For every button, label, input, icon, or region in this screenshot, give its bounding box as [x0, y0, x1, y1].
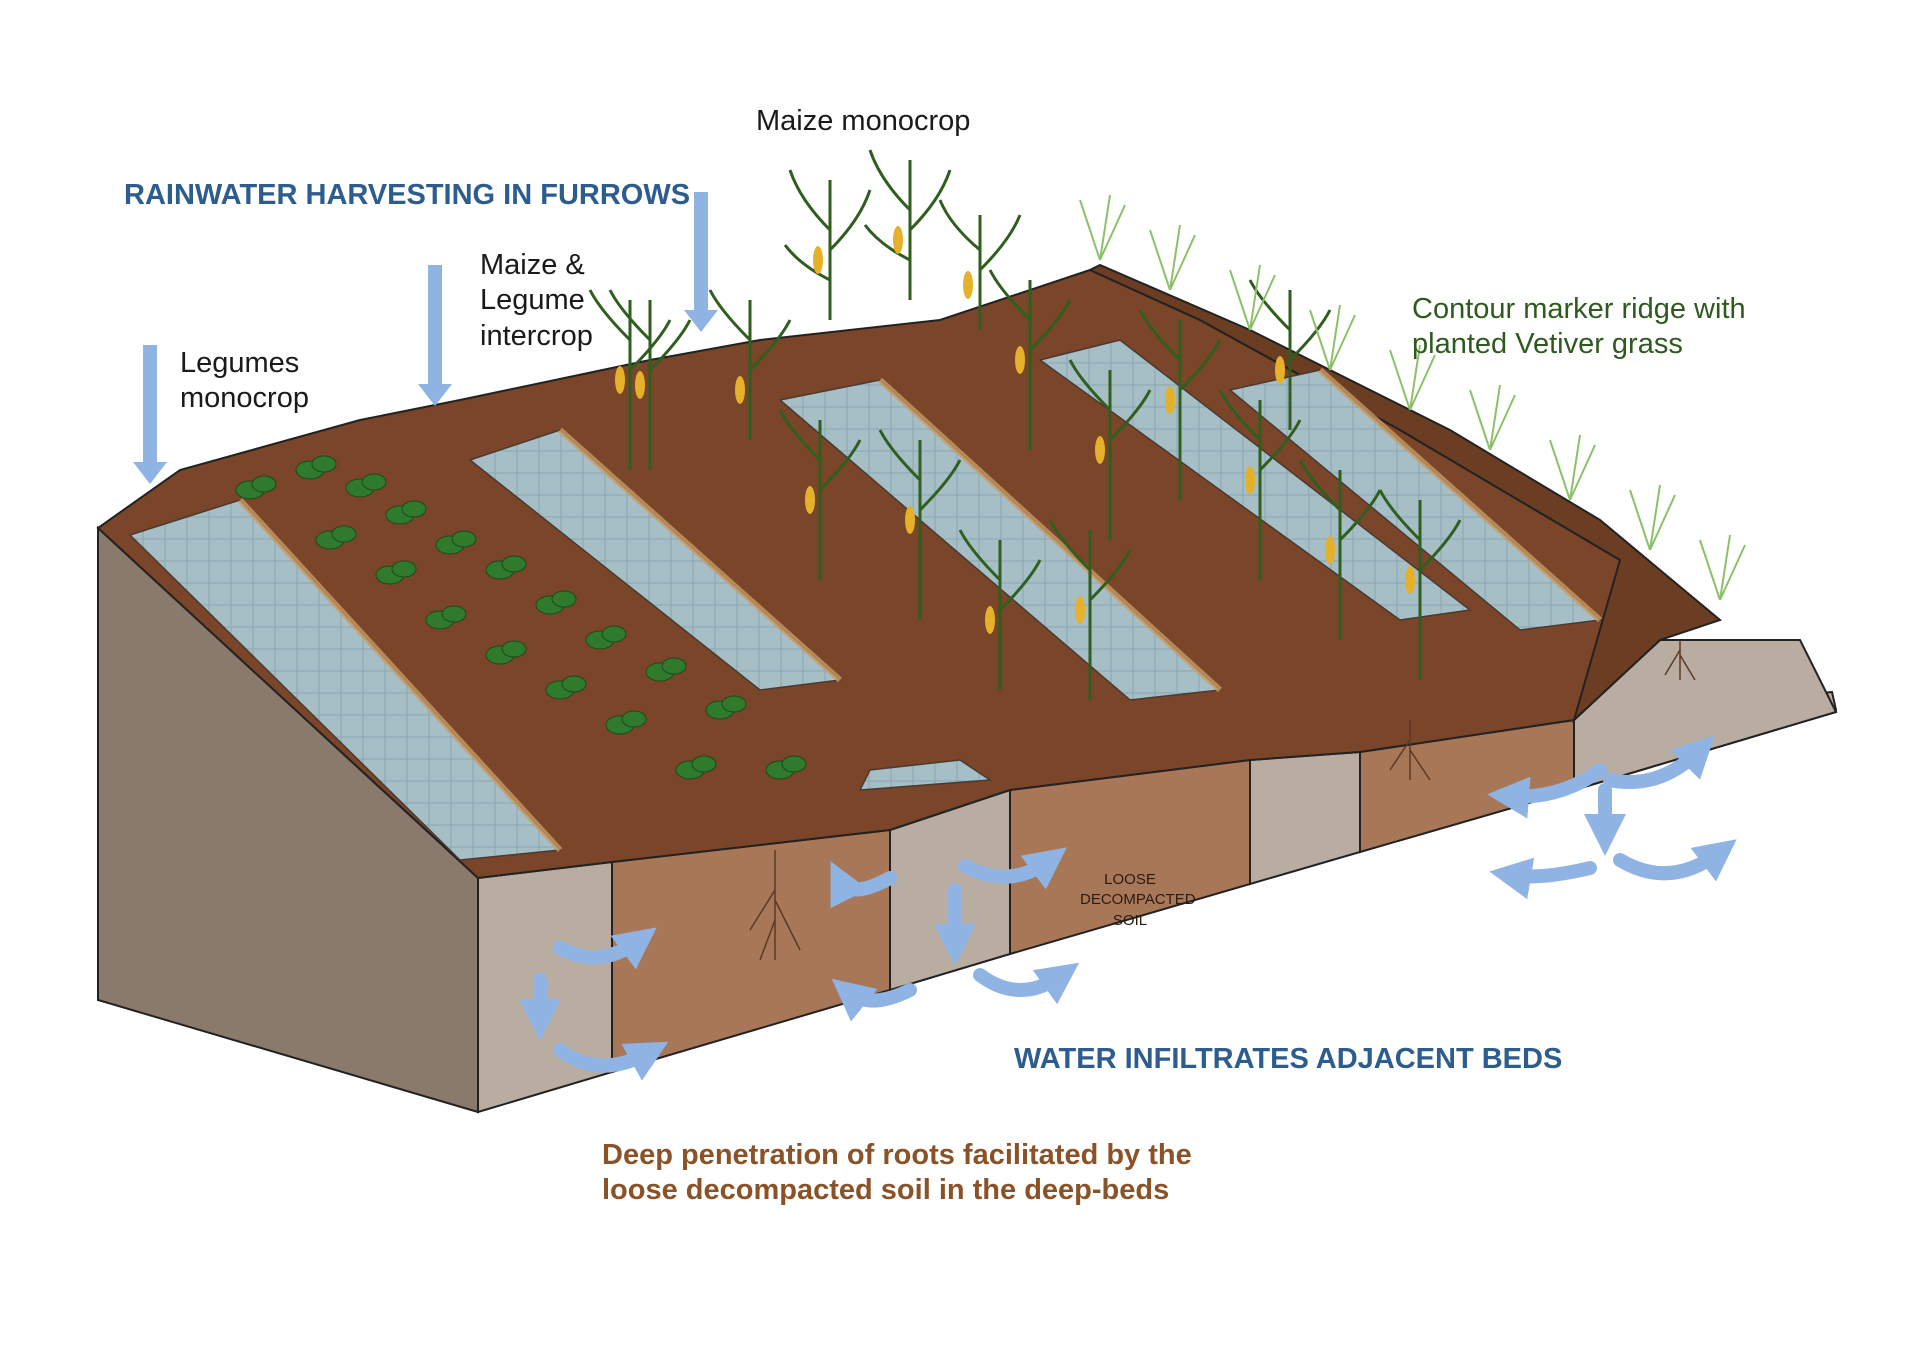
legume-plant: [295, 455, 337, 480]
furrow-banks: [237, 367, 1602, 853]
legume-plant: [535, 590, 577, 615]
legume-plant: [235, 475, 277, 500]
maize-legume-intercrop-label: Maize & Legume intercrop: [480, 248, 593, 354]
water-infiltrates-label: WATER INFILTRATES ADJACENT BEDS: [1014, 1043, 1563, 1075]
maize-legume-line-2: Legume: [480, 284, 585, 317]
maize-plant: [863, 149, 952, 300]
loose-soil-line-1: LOOSE: [1104, 871, 1156, 888]
furrow-3: [858, 759, 993, 791]
maize-plant: [958, 529, 1042, 690]
rain-arrow-3: [684, 192, 718, 332]
infiltration-arrows: [519, 735, 1737, 1081]
maize-plant: [1378, 489, 1462, 680]
contour-ridge-line-2: planted Vetiver grass: [1412, 328, 1683, 361]
maize-plant: [988, 269, 1072, 450]
legume-plant: [585, 625, 627, 650]
rainwater-harvesting-label: RAINWATER HARVESTING IN FURROWS: [124, 179, 691, 211]
legume-plant: [675, 755, 717, 780]
maize-plant: [1138, 309, 1222, 500]
maize-plant: [1068, 359, 1152, 540]
legumes-monocrop-line-2: monocrop: [180, 382, 309, 415]
legume-plant: [545, 675, 587, 700]
deep-penetration-line-2: loose decompacted soil in the deep-beds: [602, 1174, 1170, 1207]
legume-plant: [375, 560, 417, 585]
roots: [749, 640, 1696, 961]
legume-plant: [765, 755, 807, 780]
maize-plant: [878, 429, 962, 620]
contour-ridge-label: Contour marker ridge with planted Vetive…: [1412, 292, 1746, 363]
maize-plant: [1298, 459, 1382, 640]
legume-plant: [315, 525, 357, 550]
legume-plant: [485, 640, 527, 665]
loose-soil-label: LOOSE DECOMPACTED SOIL: [1080, 870, 1196, 931]
legume-plant: [645, 657, 687, 682]
legume-plant: [605, 710, 647, 735]
legumes-monocrop-line-1: Legumes: [180, 347, 300, 379]
contour-ridge-line-1: Contour marker ridge with: [1412, 293, 1746, 325]
maize-legume-line-3: intercrop: [480, 319, 593, 352]
rain-arrows: [133, 192, 718, 484]
loose-soil-line-2: DECOMPACTED: [1080, 891, 1196, 909]
maize-plant: [588, 289, 672, 470]
legume-plant: [385, 500, 427, 525]
maize-plant: [778, 409, 862, 580]
maize-plant: [1218, 389, 1302, 580]
deep-penetration-line-1: Deep penetration of roots facilitated by…: [602, 1139, 1192, 1171]
legume-plant: [705, 695, 747, 720]
loose-soil-line-3: SOIL: [1112, 911, 1148, 929]
maize-plant: [708, 289, 792, 440]
legume-plant: [425, 605, 467, 630]
maize-plants: [588, 149, 1462, 700]
maize-plant: [608, 289, 692, 470]
legume-plant: [485, 555, 527, 580]
maize-legume-line-1: Maize &: [480, 249, 585, 281]
maize-monocrop-label: Maize monocrop: [756, 105, 971, 137]
deep-penetration-label: Deep penetration of roots facilitated by…: [602, 1138, 1192, 1209]
legume-plants: [235, 455, 807, 780]
legumes-monocrop-label: Legumes monocrop: [180, 346, 309, 417]
legume-plant: [435, 530, 477, 555]
vetiver-grass: [1079, 194, 1746, 601]
rain-arrow-1: [133, 345, 167, 484]
rain-arrow-2: [418, 265, 452, 406]
maize-plant: [1248, 279, 1332, 430]
maize-plant: [783, 169, 872, 320]
maize-plant: [938, 199, 1022, 330]
legume-plant: [345, 473, 387, 498]
maize-plant: [1048, 519, 1132, 700]
